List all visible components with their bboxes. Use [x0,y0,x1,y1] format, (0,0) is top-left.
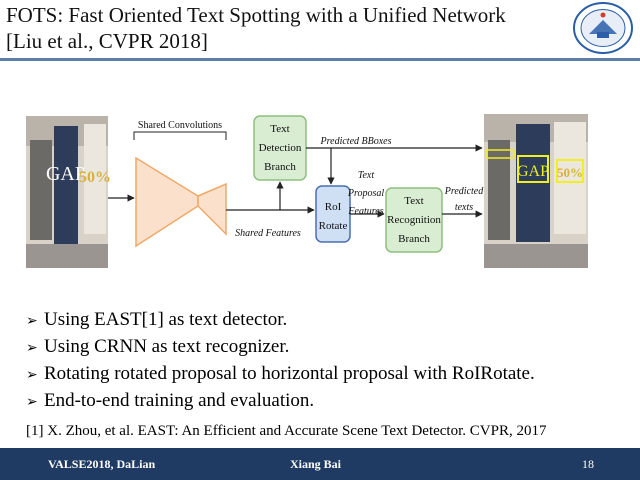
reference-citation: [1] X. Zhou, et al. EAST: An Efficient a… [26,423,547,439]
input-scene-image: GAP 50% [26,116,111,268]
output-sale-sign: 50% [557,165,583,180]
university-logo [573,2,633,54]
bullet-item: ➢Rotating rotated proposal to horizontal… [26,361,626,388]
diagram-label: RoI [325,201,342,213]
slide-footer: VALSE2018, DaLian Xiang Bai 18 [0,448,640,480]
diagram-label: Text [358,170,375,181]
diagram-label: texts [455,202,473,213]
bullet-arrow-icon: ➢ [26,340,38,356]
input-sale-sign: 50% [79,169,111,186]
roi-rotate-block [315,185,351,243]
title-divider [0,58,640,61]
bullet-item: ➢End-to-end training and evaluation. [26,388,626,415]
diagram-label: Branch [398,233,430,245]
text-recognition-branch [385,187,443,253]
shared-convolutions-block [135,156,199,248]
slide-subtitle: [Liu et al., CVPR 2018] [6,29,208,53]
predicted-bboxes-label: Predicted BBoxes [320,136,392,147]
diagram-label: Proposal [347,188,385,199]
slide-title: FOTS: Fast Oriented Text Spotting with a… [6,3,506,27]
fots-pipeline-diagram: GAP 50% Shared Convolutions Shared Featu… [26,114,588,268]
predicted-texts-label: Predicted [444,186,485,197]
footer-presenter: Xiang Bai [290,457,342,471]
page-number: 18 [582,457,594,471]
output-scene-image: GAP 50% [484,114,588,268]
shared-convolutions-label: Shared Convolutions [138,120,222,131]
diagram-label: Recognition [387,214,441,226]
diagram-label: Text [404,195,423,207]
bullet-list: ➢Using EAST[1] as text detector. ➢Using … [26,307,626,415]
title-block: FOTS: Fast Oriented Text Spotting with a… [6,2,566,54]
shared-features-label: Shared Features [235,228,301,239]
bullet-item: ➢Using CRNN as text recognizer. [26,334,626,361]
footer-event: VALSE2018, DaLian [48,457,156,471]
bullet-arrow-icon: ➢ [26,313,38,329]
bullet-arrow-icon: ➢ [26,367,38,383]
bullet-arrow-icon: ➢ [26,394,38,410]
bullet-item: ➢Using EAST[1] as text detector. [26,307,626,334]
diagram-label: Rotate [319,220,348,232]
diagram-label: Detection [259,142,302,154]
diagram-label: Text [270,123,289,135]
output-gap-logo: GAP [517,163,549,180]
input-gap-logo: GAP [46,163,86,185]
diagram-label: Branch [264,161,296,173]
diagram-label: Features [347,206,383,217]
